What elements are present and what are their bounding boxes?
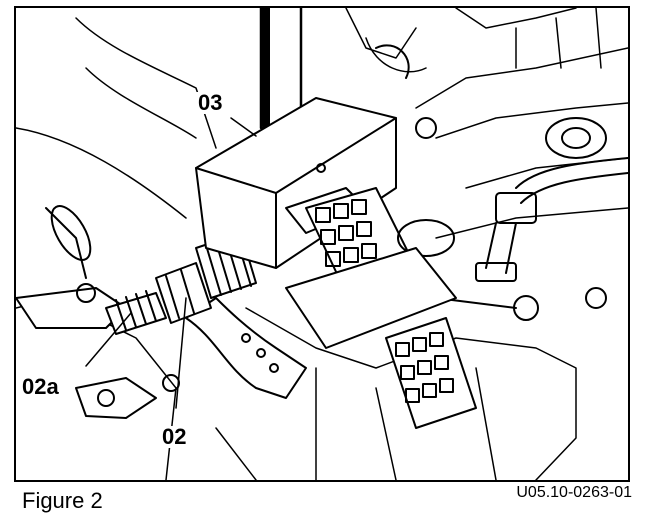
engine-background-lines [16, 8, 628, 480]
mounting-bracket [16, 205, 157, 419]
diagram-frame: 03 02a 02 [14, 6, 630, 482]
upper-right-fitting [375, 44, 607, 159]
slanted-plate [285, 247, 457, 349]
leader-lines [85, 117, 257, 409]
callout-02: 02 [160, 424, 189, 449]
engine-technical-drawing [16, 8, 628, 480]
support-arm [162, 297, 307, 399]
callout-02a: 02a [20, 374, 61, 399]
drawing-number: U05.10-0263-01 [516, 484, 632, 501]
fuel-line [435, 157, 628, 321]
callout-03: 03 [196, 90, 225, 115]
figure-caption: Figure 2 [22, 488, 103, 513]
sprocket-lower [385, 317, 477, 429]
